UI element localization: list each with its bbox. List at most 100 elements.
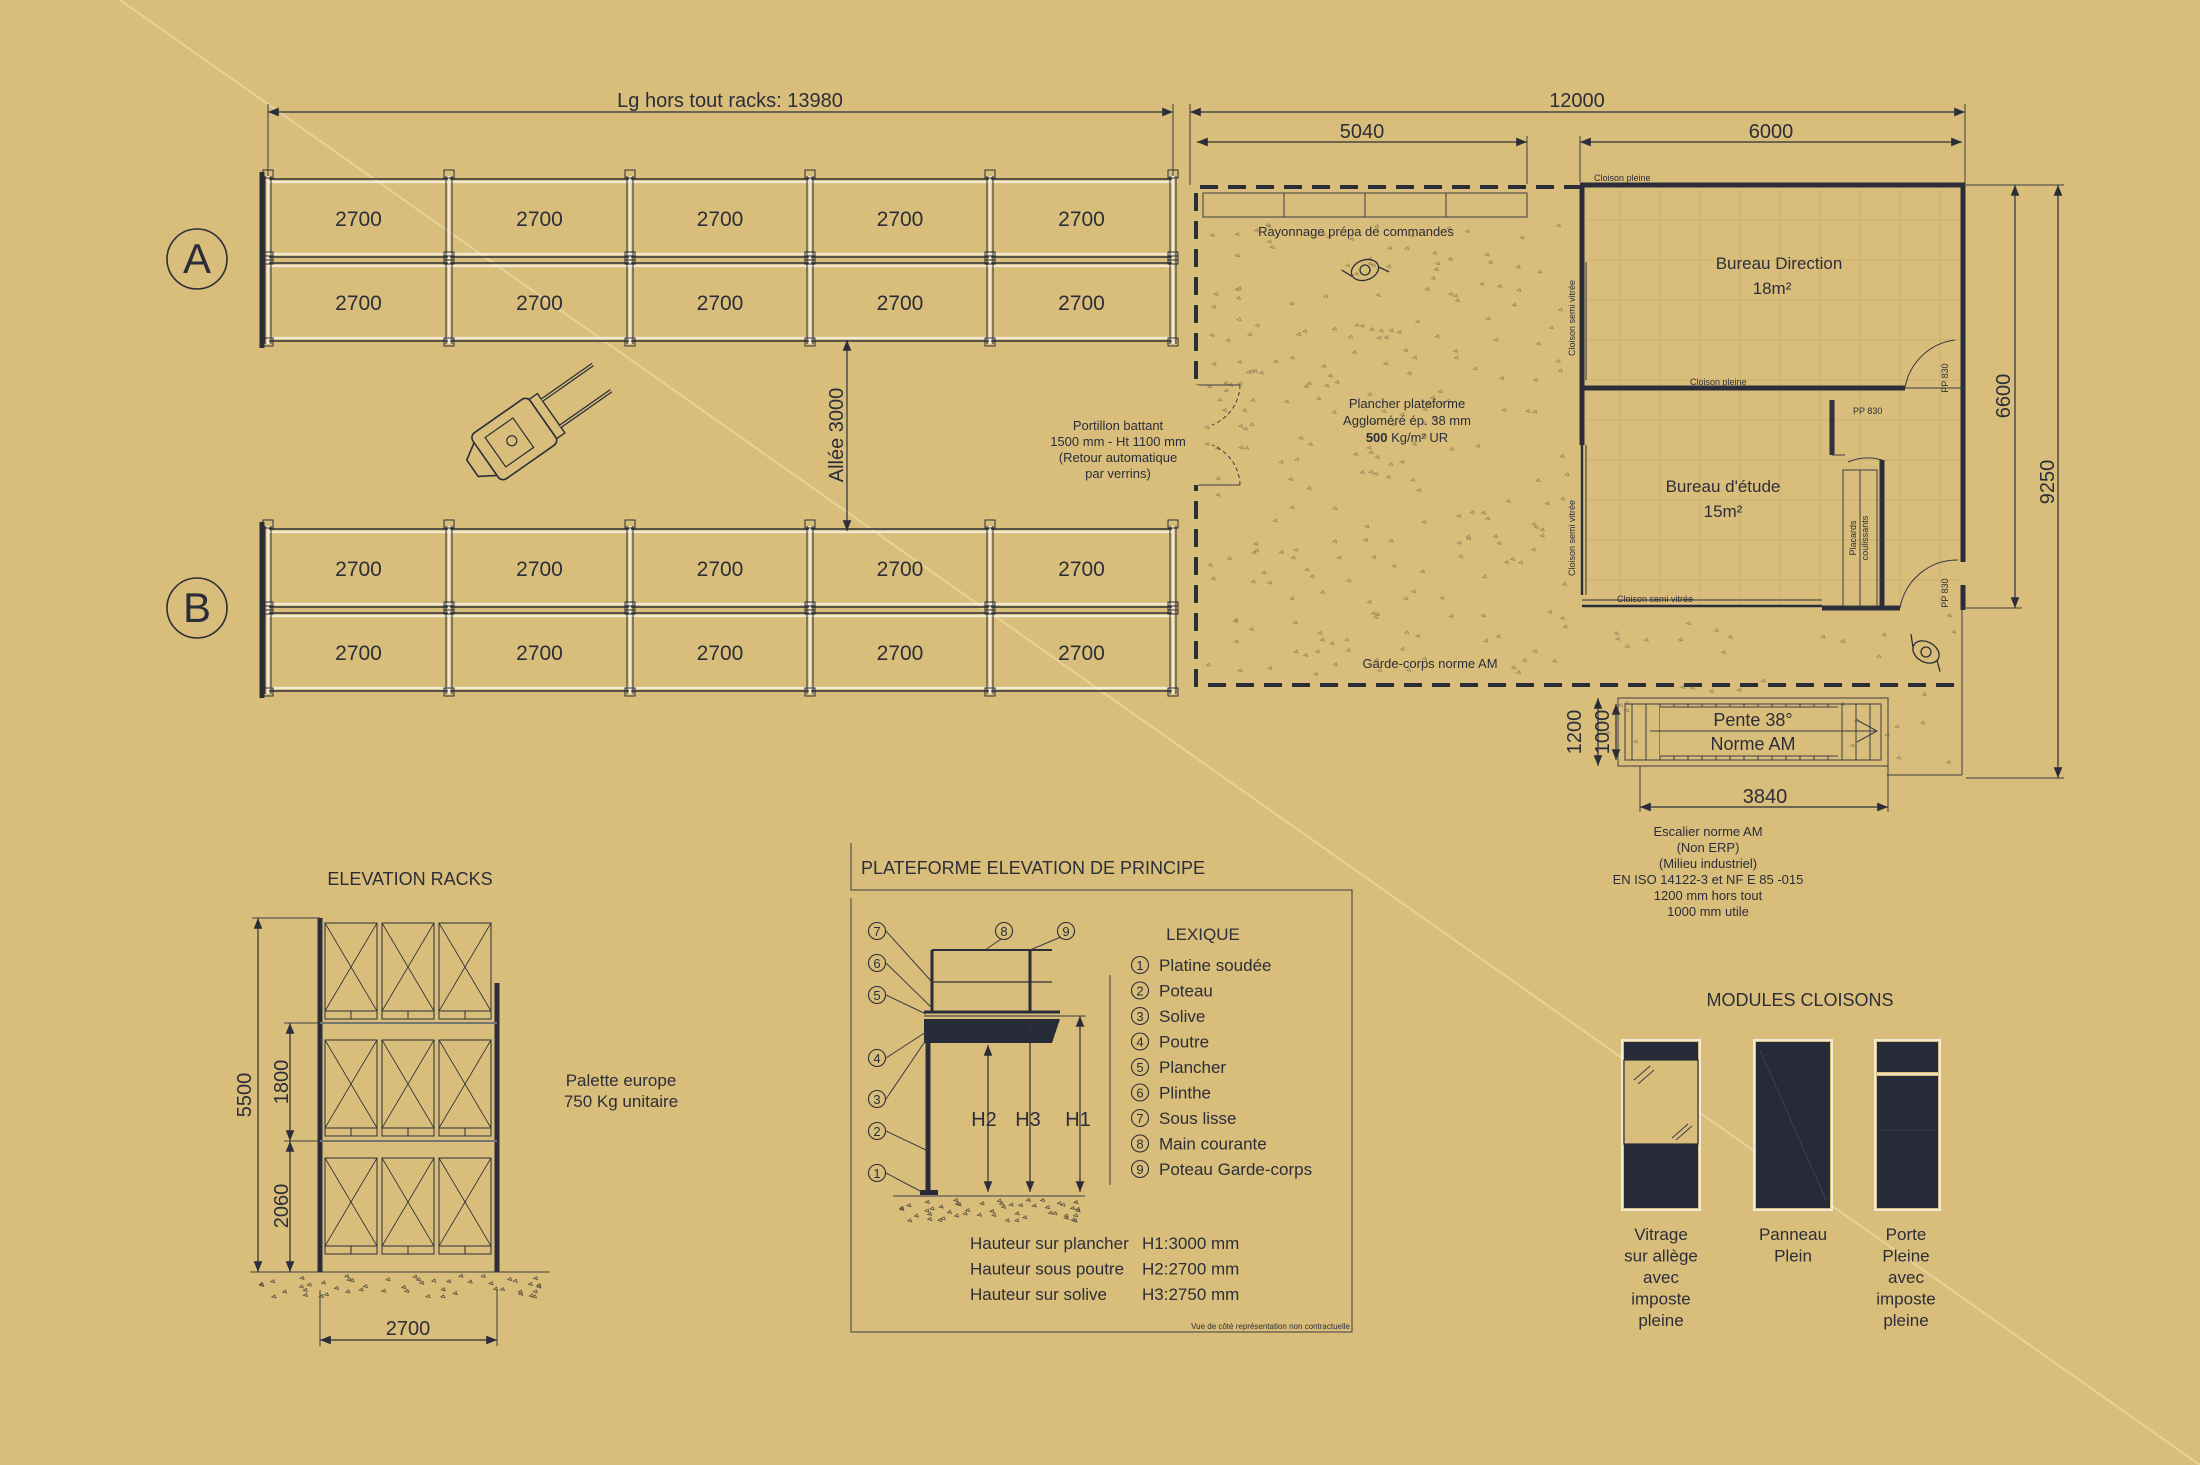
lexique-number-text: 6 <box>1136 1086 1143 1101</box>
rack-bay-label: 2700 <box>516 208 563 231</box>
lexique-number <box>1130 1134 1150 1153</box>
module-label-line: pleine <box>1883 1311 1928 1330</box>
height-value: H1:3000 mm <box>1142 1234 1239 1253</box>
svg-text:1: 1 <box>873 1166 880 1181</box>
lexique-number <box>1130 1032 1150 1051</box>
platform-beam <box>924 1019 1060 1043</box>
rack-elevation-title: ELEVATION RACKS <box>327 869 492 889</box>
height-label: Hauteur sur plancher <box>970 1234 1129 1253</box>
module-labels: Vitrage sur allège avec imposte pleine Pannea… <box>1624 1225 1936 1330</box>
pallet-label-1: Palette europe <box>566 1071 677 1090</box>
module-label-line: Pleine <box>1882 1247 1929 1266</box>
module-label-line: Vitrage <box>1634 1225 1688 1244</box>
forklift-icon <box>465 362 613 481</box>
svg-text:1500 mm - Ht 1100 mm: 1500 mm - Ht 1100 mm <box>1050 434 1186 449</box>
platform-elevation-title: PLATEFORME ELEVATION DE PRINCIPE <box>861 858 1205 878</box>
svg-text:5: 5 <box>873 988 880 1003</box>
elevation-footnote: Vue de côté représentation non contractu… <box>1191 1322 1350 1331</box>
tag-pp830-b: PP 830 <box>1940 363 1950 392</box>
rack-bay-label: 2700 <box>697 208 744 231</box>
stair-slope-2: Norme AM <box>1710 734 1795 754</box>
module-label-line: Panneau <box>1759 1225 1827 1244</box>
stair-length-dim: 3840 <box>1743 786 1788 808</box>
rack-bay-label: 2700 <box>335 208 382 231</box>
lexique-number-text: 4 <box>1136 1035 1143 1050</box>
platform-right-label: 6000 <box>1749 121 1794 143</box>
svg-text:7: 7 <box>873 924 880 939</box>
rack-height-dim: 5500 <box>234 1073 256 1118</box>
rack-bay-label: 2700 <box>877 208 924 231</box>
lexique-item: Plancher <box>1159 1058 1226 1077</box>
module-glazed <box>1621 1039 1701 1211</box>
pallet-label-2: 750 Kg unitaire <box>564 1092 678 1111</box>
callout-number <box>867 1048 887 1068</box>
height-value: H2:2700 mm <box>1142 1260 1239 1279</box>
gate-label: Portillon battant 1500 mm - Ht 1100 mm (… <box>1050 418 1186 481</box>
svg-text:(Retour automatique: (Retour automatique <box>1059 450 1178 465</box>
row-a-marker <box>166 228 228 290</box>
rack-bay-label: 2700 <box>1058 208 1105 231</box>
gate-swing <box>1193 384 1241 486</box>
callout-number <box>867 921 887 941</box>
lexique-number-text: 5 <box>1136 1060 1143 1075</box>
svg-text:(Non ERP): (Non ERP) <box>1677 840 1740 855</box>
module-label-line: sur allège <box>1624 1247 1698 1266</box>
stair-spec: Escalier norme AM (Non ERP) (Milieu indu… <box>1613 824 1804 919</box>
platform-elevation-frame <box>850 843 1353 1333</box>
lexique-item: Poteau <box>1159 982 1213 1001</box>
lexique-number <box>1130 955 1150 975</box>
person-icon <box>1341 258 1390 282</box>
pallet-stack <box>324 922 492 1255</box>
callout-number <box>867 1121 887 1141</box>
rack-bay-label: 2700 <box>516 292 563 315</box>
office1-area: 18m² <box>1753 279 1792 298</box>
svg-text:1000 mm utile: 1000 mm utile <box>1667 904 1749 919</box>
rack-bay-label: 2700 <box>697 558 744 581</box>
module-label-line: Plein <box>1774 1247 1812 1266</box>
module-label-line: imposte <box>1876 1290 1936 1309</box>
lexique-item: Sous lisse <box>1159 1109 1236 1128</box>
stair-plan: Pente 38° Norme AM 1200 1000 3840 Escali… <box>1564 697 1889 919</box>
watermark-diagonal <box>119 0 2200 1465</box>
svg-text:9: 9 <box>1062 924 1069 939</box>
tag-placards-2: coulissants <box>1860 515 1870 560</box>
lexique-item: Main courante <box>1159 1135 1267 1154</box>
svg-text:8: 8 <box>1000 924 1007 939</box>
module-full-panel <box>1753 1039 1833 1211</box>
platform-total-label: 12000 <box>1549 90 1605 112</box>
lexique-number <box>1130 1083 1150 1102</box>
height-label: Hauteur sur solive <box>970 1285 1107 1304</box>
rack-bay-label: 2700 <box>877 292 924 315</box>
height-value: H3:2750 mm <box>1142 1285 1239 1304</box>
racks-total-label: Lg hors tout racks: 13980 <box>617 90 843 112</box>
row-b-label: B <box>183 584 211 631</box>
height-label: Hauteur sous poutre <box>970 1260 1124 1279</box>
row-b-marker <box>166 577 228 639</box>
heights-list: Hauteur sur plancher H1:3000 mm Hauteur so… <box>970 1234 1239 1304</box>
lexique-number <box>1130 1108 1150 1128</box>
office-walls <box>1579 182 1966 611</box>
tag-placards-1: Placards <box>1848 520 1858 556</box>
aisle-label: Allée 3000 <box>826 388 848 483</box>
rack-width-dim: 2700 <box>386 1318 431 1340</box>
callout-number <box>867 1163 887 1183</box>
h1-label: H1 <box>1065 1109 1091 1131</box>
floor-label-2: Aggloméré ép. 38 mm <box>1343 413 1471 428</box>
callout-number <box>994 921 1014 941</box>
module-label-line: Porte <box>1886 1225 1927 1244</box>
lexique-number <box>1130 981 1150 1000</box>
svg-text:Escalier norme AM: Escalier norme AM <box>1653 824 1762 839</box>
module-label-line: avec <box>1643 1268 1679 1287</box>
floor-label-1: Plancher plateforme <box>1349 396 1465 411</box>
tag-pp830-a: PP 830 <box>1853 406 1882 416</box>
stair-inner-dim: 1000 <box>1592 710 1614 755</box>
lexique-item: Platine soudée <box>1159 956 1271 975</box>
ground-hatch-2 <box>898 1197 1081 1223</box>
lexique-number-text: 1 <box>1136 958 1143 973</box>
